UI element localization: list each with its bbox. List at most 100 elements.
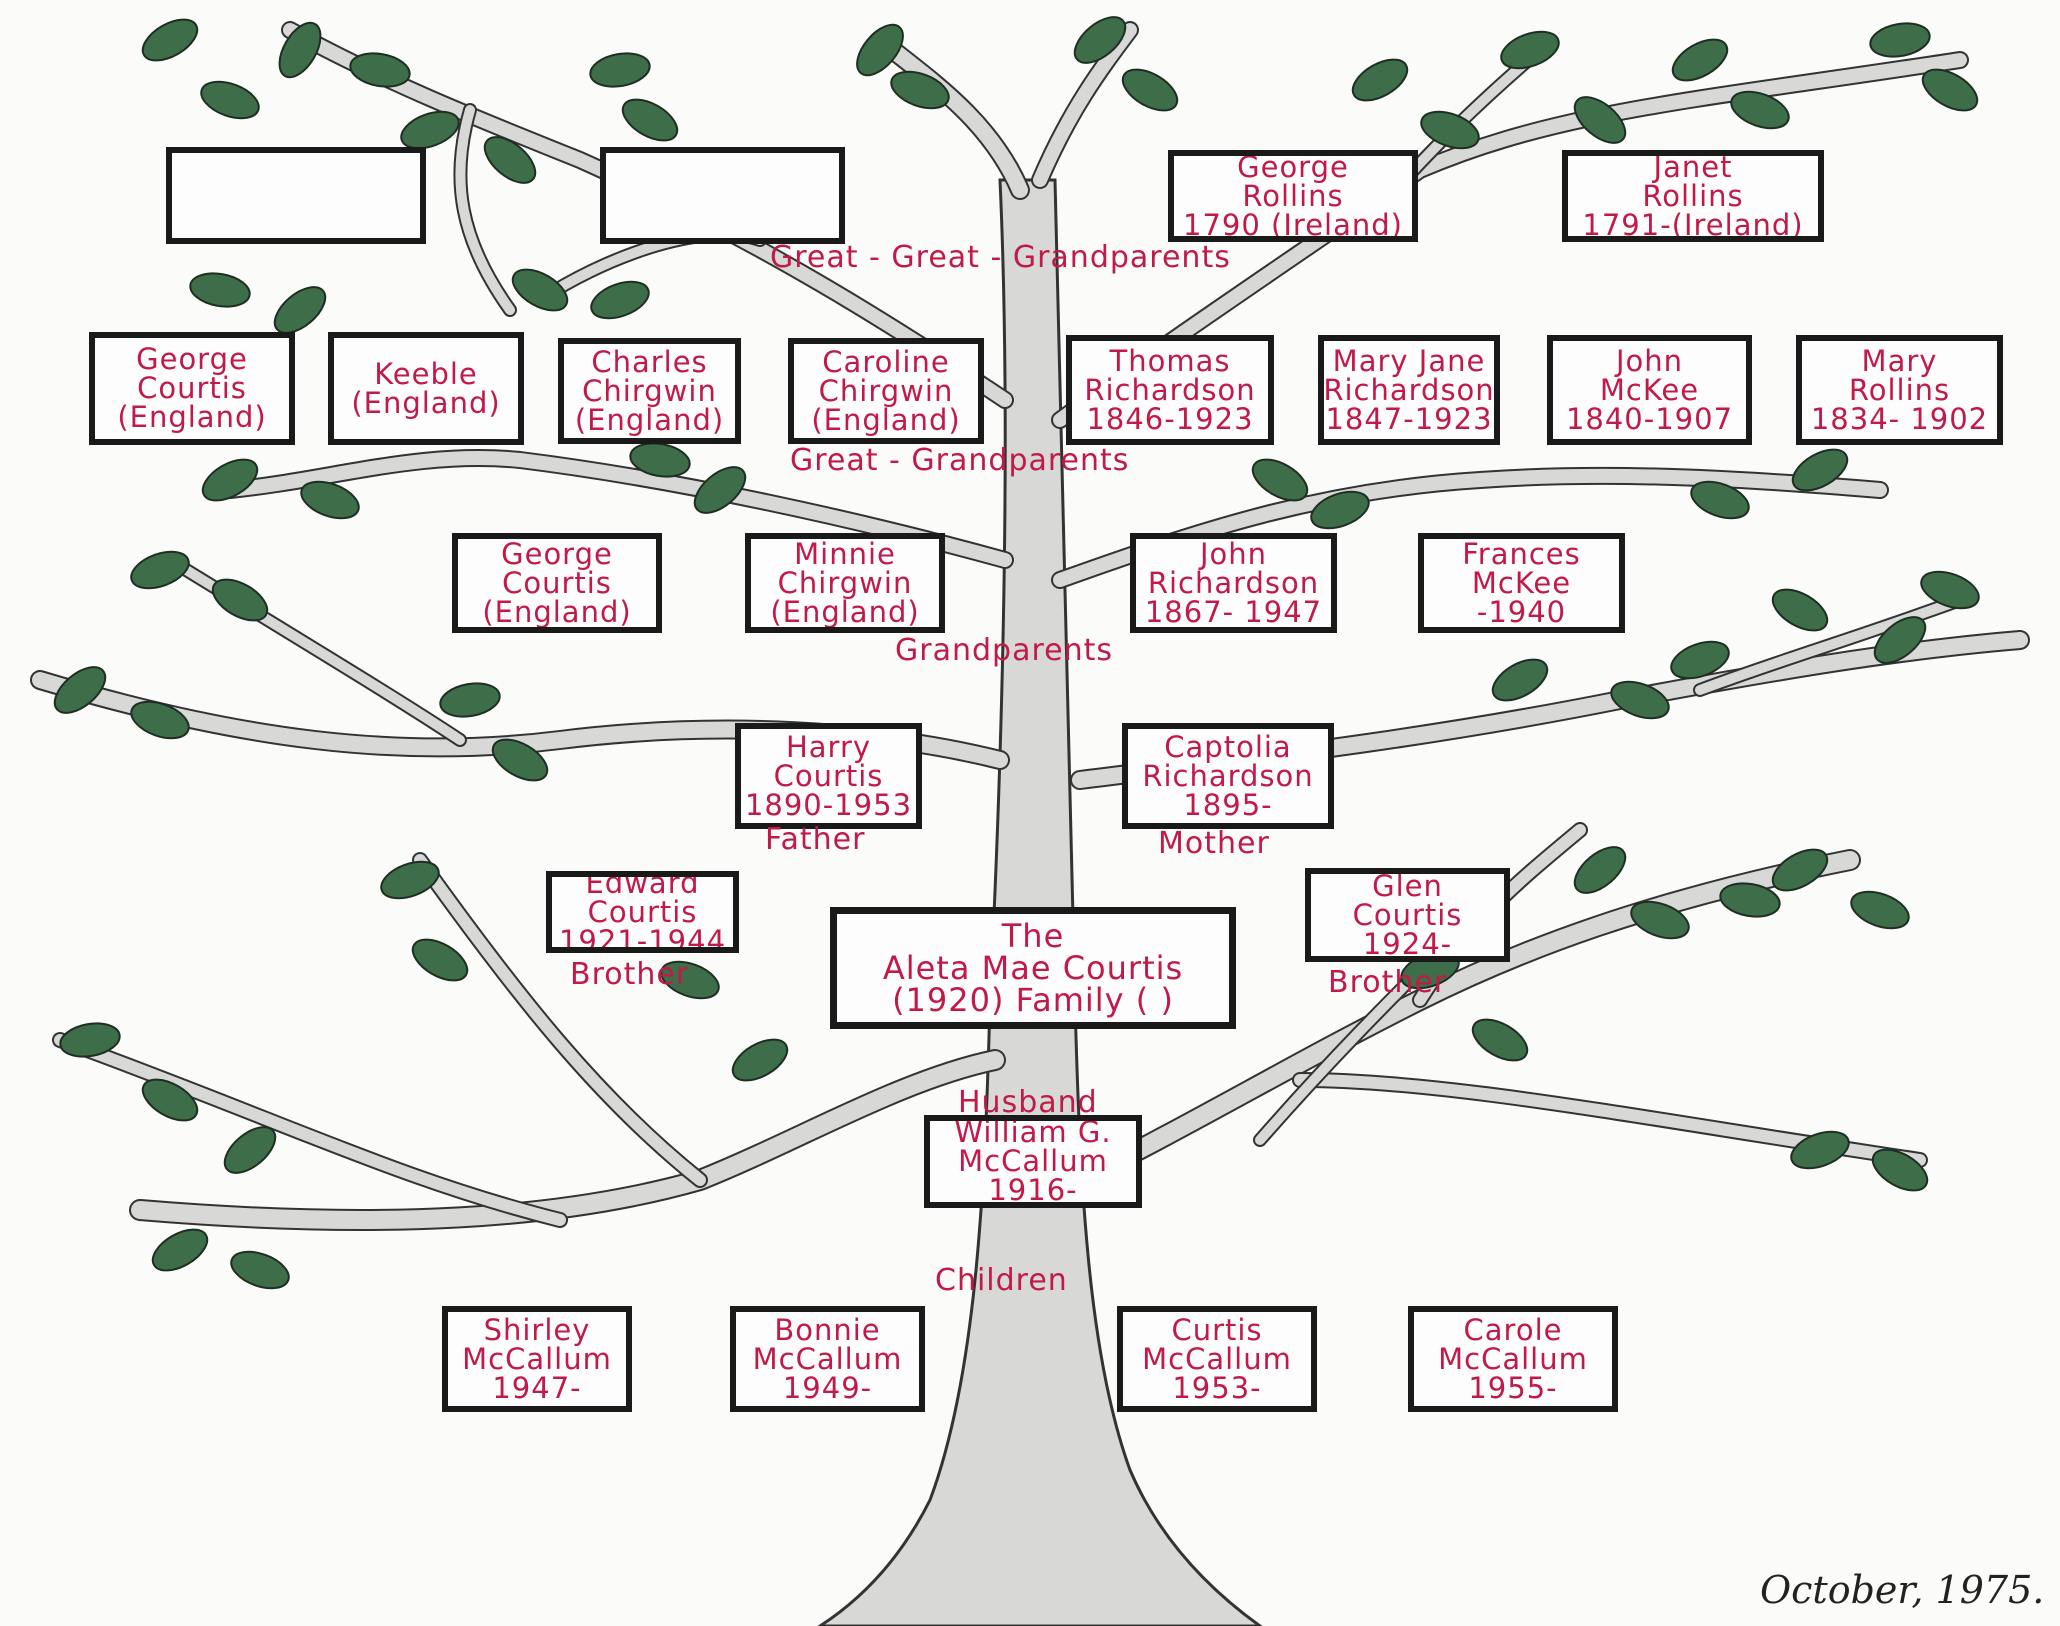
leaf [141,18,199,62]
person-line: 1791-(Ireland) [1582,207,1804,242]
leaf [1671,38,1729,82]
person-line: Courtis [587,894,698,929]
leaf [211,578,269,622]
person-line: 1890-1953 [744,787,913,822]
tree-branch [223,451,1012,567]
person-line: George [136,342,248,376]
leaf [439,682,501,718]
person-line: 1953- [1172,1370,1262,1405]
person-line: Aleta Mae Courtis [882,949,1184,987]
person-line: (England) [117,400,267,434]
leaf [1073,16,1127,64]
leaf [400,110,460,150]
leaf [1730,90,1790,130]
leaf [130,550,190,590]
person-line: Mary [1861,343,1938,378]
person-line: 1916- [988,1173,1078,1207]
person-line: Mary Jane [1332,343,1486,378]
label-brother-left: Brother [570,957,690,992]
person-line: 1846-1923 [1086,401,1254,436]
leaf [511,268,569,312]
person-line: Carole [1463,1312,1563,1347]
person-line: John [1615,343,1684,378]
tree-branch [54,1034,566,1226]
leaf [411,938,469,982]
label-great-great-grandparents: Great - Great - Grandparents [770,240,1231,275]
person-line: Richardson [1084,372,1256,407]
person-line: Edward [585,871,700,900]
leaf [1500,30,1560,70]
person-line: McCallum [1142,1341,1292,1376]
person-line: -1940 [1476,594,1567,629]
person-line: (England) [351,385,501,420]
person-line: (England) [811,402,961,437]
person-line: Janet [1653,150,1733,184]
leaf [1790,1130,1850,1170]
person-line: (England) [574,402,725,437]
leaf [1871,1148,1929,1192]
person-line: Shirley [483,1312,591,1347]
person-line: John [1199,536,1268,571]
leaf [1573,846,1627,894]
tree-branch [535,229,765,305]
leaf [1771,848,1829,892]
leaf [141,1078,199,1122]
leaf [590,280,650,320]
person-line: Keeble [374,356,478,391]
leaf [223,1126,277,1174]
person-line: Chirgwin [777,565,913,600]
leaf [693,466,747,514]
leaf [1873,616,1927,664]
tree-leaves [53,16,1980,1290]
person-line: Charles [591,344,708,379]
tree-branch [455,105,515,315]
leaf [731,1038,789,1082]
leaf [1670,640,1730,680]
leaf [130,700,190,740]
person-line: 1840-1907 [1565,401,1734,436]
leaf [1719,882,1781,918]
person-line: Bonnie [774,1312,881,1347]
person-line: Caroline [822,344,950,379]
leaf [1921,68,1979,112]
leaf [230,1250,290,1290]
person-line: Rollins [1242,178,1344,213]
person-line: 1867- 1947 [1144,594,1323,629]
leaf [300,480,360,520]
person-line: Minnie [794,536,896,571]
person-line: Thomas [1109,343,1231,378]
leaf [1121,68,1179,112]
person-line: Richardson [1142,758,1314,793]
leaf [1471,1018,1529,1062]
person-line: George [501,536,613,571]
tree-branch [131,1051,1004,1229]
person-line: William G. [954,1115,1112,1149]
tree-branch [414,854,706,1186]
person-line: Courtis [137,371,247,405]
leaf [1573,96,1627,144]
label-great-grandparents: Great - Grandparents [790,443,1130,478]
leaf [1251,458,1309,502]
person-line: Chirgwin [582,373,717,408]
leaf [273,286,327,334]
person-line: 1955- [1468,1370,1558,1405]
leaf [589,52,651,88]
person-line: Courtis [773,758,884,793]
tree-branch [1695,595,1965,695]
person-line: Rollins [1642,178,1744,213]
